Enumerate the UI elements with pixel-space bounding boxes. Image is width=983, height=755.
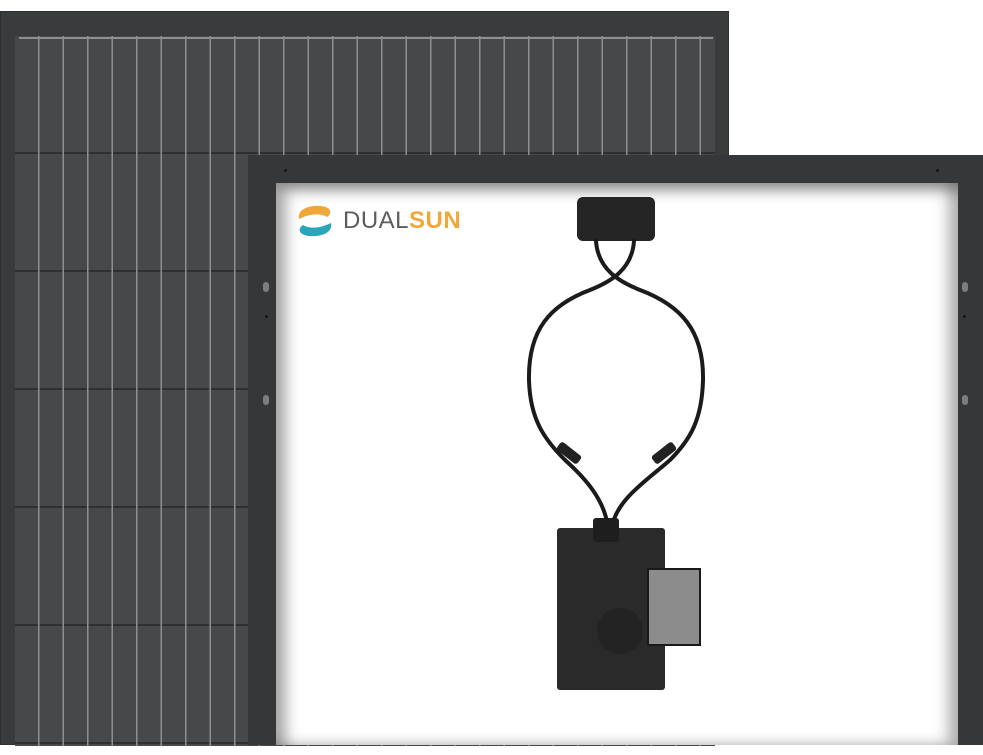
- frame-mounting-hole: [962, 395, 968, 405]
- mc4-connector: [651, 442, 677, 464]
- frame-mounting-hole: [962, 282, 968, 292]
- microinverter-cap: [597, 608, 643, 654]
- mc4-connector: [556, 442, 582, 464]
- frame-rivet: [963, 315, 966, 318]
- microinverter-connector: [593, 518, 619, 542]
- logo-text-dual: DUAL: [343, 207, 410, 234]
- frame-mounting-hole: [263, 282, 269, 292]
- frame-rivet: [265, 315, 268, 318]
- microinverter: [557, 518, 665, 690]
- busbar-strip: [19, 37, 713, 39]
- frame-rivet: [284, 169, 287, 172]
- dualsun-logo-icon: [298, 205, 332, 237]
- microinverter-label: [647, 568, 701, 646]
- logo-text-sun: SUN: [409, 207, 462, 234]
- frame-mounting-hole: [263, 395, 269, 405]
- dualsun-logo: DUALSUN: [295, 203, 461, 239]
- frame-rivet: [936, 169, 939, 172]
- junction-box: [577, 197, 655, 241]
